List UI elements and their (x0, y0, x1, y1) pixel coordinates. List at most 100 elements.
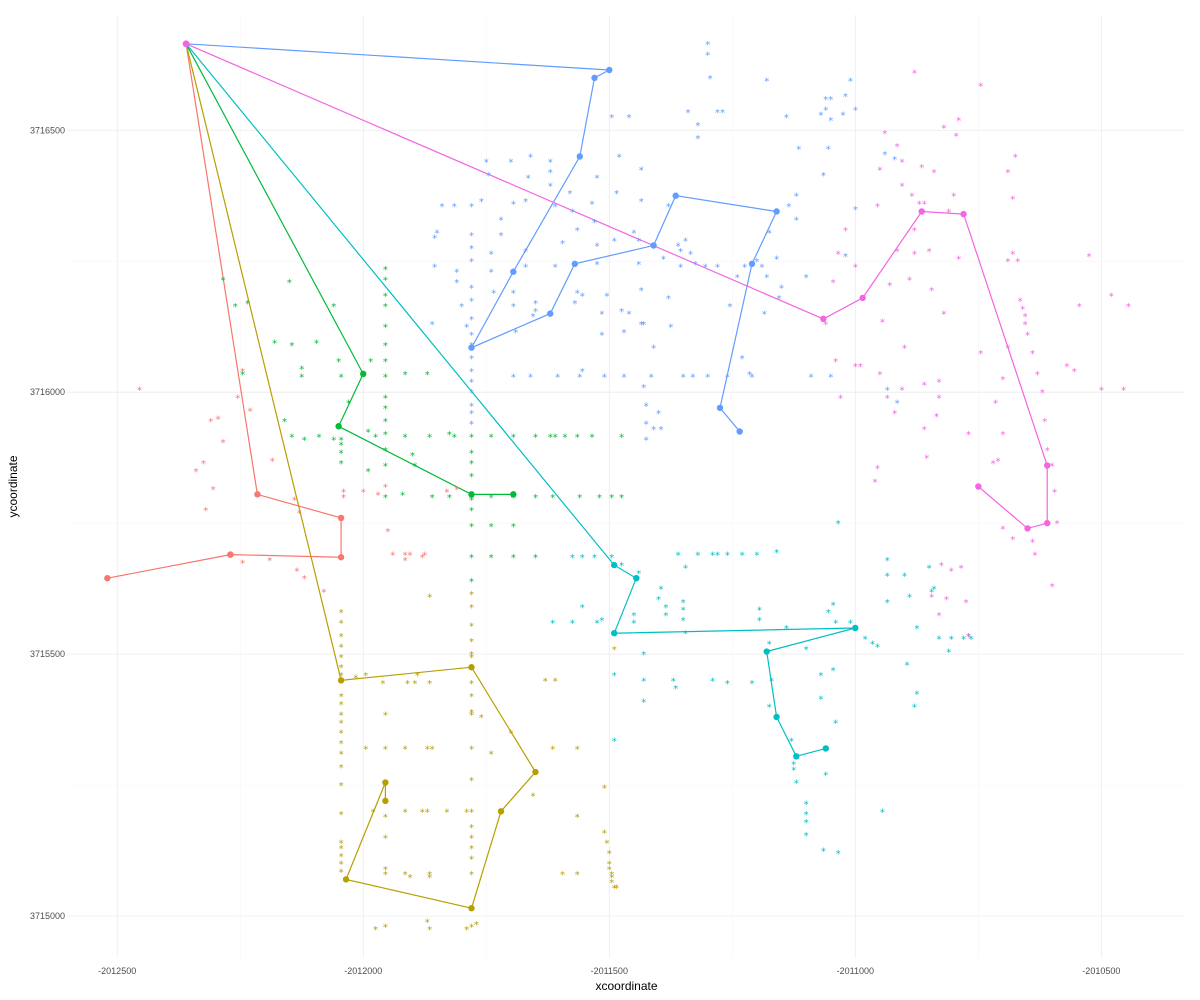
route-node (773, 208, 780, 215)
star-point: * (929, 286, 934, 297)
star-point: * (833, 357, 838, 368)
route-node (510, 491, 517, 498)
star-point: * (425, 370, 430, 381)
star-point: * (619, 493, 624, 504)
star-point: * (339, 632, 344, 643)
star-point: * (678, 262, 683, 273)
star-point: * (513, 328, 518, 339)
star-point: * (683, 564, 688, 575)
star-point: * (966, 632, 971, 643)
star-point: * (786, 202, 791, 213)
star-point: * (469, 834, 474, 845)
star-point: * (469, 315, 474, 326)
star-point: * (469, 708, 474, 719)
star-point: * (469, 409, 474, 420)
star-point: * (469, 401, 474, 412)
route-node (468, 491, 475, 498)
route-node (337, 677, 345, 684)
star-point: * (769, 676, 774, 687)
star-point: * (484, 158, 489, 169)
star-point: * (299, 372, 304, 383)
route-node (227, 551, 234, 558)
star-point: * (580, 553, 585, 564)
star-point: * (435, 228, 440, 239)
star-point: * (216, 414, 221, 425)
star-point: * (887, 281, 892, 292)
star-point: * (302, 574, 307, 585)
star-point: * (996, 456, 1001, 467)
star-point: * (469, 603, 474, 614)
star-point: * (727, 302, 732, 313)
star-point: * (641, 697, 646, 708)
star-point: * (425, 744, 430, 755)
star-point: * (383, 744, 388, 755)
star-point: * (383, 323, 388, 334)
star-point: * (934, 412, 939, 423)
star-point: * (681, 616, 686, 627)
star-point: * (339, 710, 344, 721)
star-point: * (339, 839, 344, 850)
star-point: * (804, 831, 809, 842)
star-point: * (469, 553, 474, 564)
star-point: * (907, 593, 912, 604)
star-point: * (1005, 344, 1010, 355)
route-node (591, 74, 598, 82)
star-point: * (619, 561, 624, 572)
star-point: * (1023, 312, 1028, 323)
star-point: * (383, 834, 388, 845)
star-point: * (779, 283, 784, 294)
star-point: * (562, 433, 567, 444)
star-point: * (336, 357, 341, 368)
star-point: * (221, 276, 226, 287)
star-point: * (966, 430, 971, 441)
star-point: * (575, 744, 580, 755)
route-node (859, 294, 866, 302)
star-point: * (548, 181, 553, 192)
star-point: * (777, 294, 782, 305)
x-tick-label: -2012500 (98, 966, 136, 976)
star-point: * (526, 173, 531, 184)
route-node (716, 404, 724, 412)
star-point: * (602, 828, 607, 839)
star-point: * (415, 671, 420, 682)
star-point: * (843, 252, 848, 263)
star-point: * (339, 739, 344, 750)
star-point: * (754, 257, 759, 268)
star-point: * (944, 595, 949, 606)
star-point: * (464, 807, 469, 818)
star-point: * (1121, 386, 1126, 397)
route-node (610, 561, 618, 569)
star-point: * (339, 763, 344, 774)
star-point: * (804, 273, 809, 284)
star-point: * (1000, 375, 1005, 386)
star-point: * (373, 433, 378, 444)
star-point: * (383, 710, 388, 721)
star-point: * (804, 818, 809, 829)
route-node (337, 514, 345, 522)
star-point: * (612, 645, 617, 656)
star-point: * (617, 152, 622, 163)
route-node (337, 554, 345, 561)
star-point: * (376, 490, 381, 501)
star-point: * (469, 433, 474, 444)
star-point: * (607, 849, 612, 860)
x-tick-label: -2011000 (837, 966, 874, 976)
star-point: * (575, 226, 580, 237)
star-point: * (489, 249, 494, 260)
star-point: * (831, 278, 836, 289)
star-point: * (447, 493, 452, 504)
star-point: * (511, 522, 516, 533)
star-point: * (804, 810, 809, 821)
star-point: * (710, 551, 715, 562)
star-point: * (383, 870, 388, 881)
star-point: * (383, 265, 388, 276)
star-point: * (794, 192, 799, 203)
star-point: * (710, 676, 715, 687)
star-point: * (826, 608, 831, 619)
star-point: * (427, 925, 432, 936)
route-node (342, 876, 350, 883)
star-point: * (533, 493, 538, 504)
star-point: * (550, 619, 555, 630)
star-point: * (828, 372, 833, 383)
star-point: * (609, 553, 614, 564)
